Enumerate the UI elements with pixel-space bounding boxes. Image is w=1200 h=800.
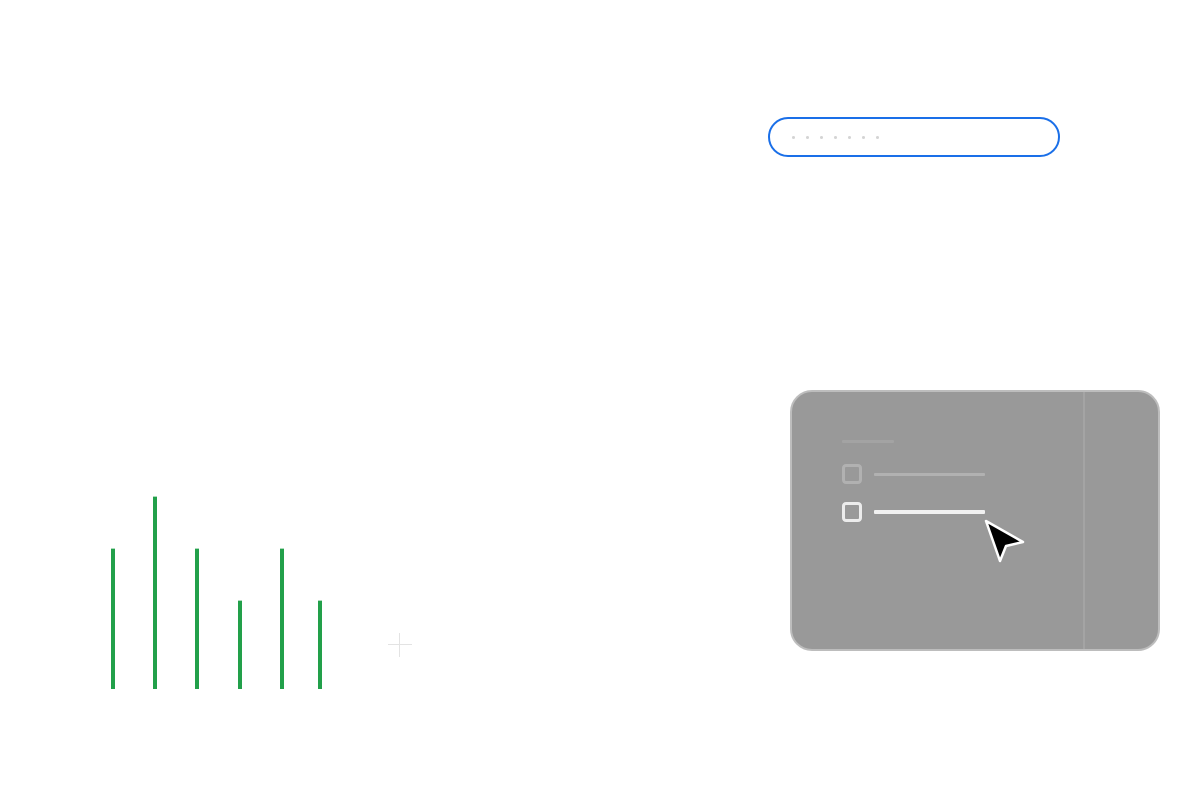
mask-dot <box>876 135 879 139</box>
mask-dot <box>792 135 795 139</box>
panel-divider <box>1083 392 1085 649</box>
checkbox-1[interactable] <box>842 464 862 484</box>
panel-heading-placeholder <box>842 440 894 443</box>
arrow-cursor-icon <box>984 519 1025 563</box>
masked-input-dots <box>792 135 879 139</box>
option-row-2[interactable] <box>842 502 985 522</box>
option-label-placeholder-2 <box>874 510 985 514</box>
options-panel <box>790 390 1160 651</box>
mask-dot <box>834 135 837 139</box>
crosshair-icon <box>388 633 412 657</box>
mask-dot <box>848 135 851 139</box>
mask-dot <box>862 135 865 139</box>
option-label-placeholder-1 <box>874 472 985 476</box>
option-row-1[interactable] <box>842 464 985 484</box>
password-field[interactable] <box>768 117 1060 157</box>
checkbox-2[interactable] <box>842 502 862 522</box>
mask-dot <box>806 135 809 139</box>
mask-dot <box>820 135 823 139</box>
